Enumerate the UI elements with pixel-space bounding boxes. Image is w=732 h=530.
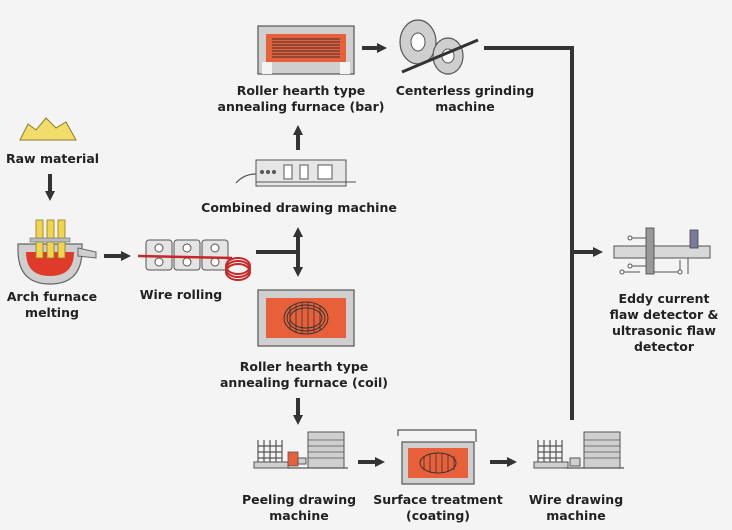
combined-drawing-machine-icon — [235, 159, 356, 187]
wire-drawing-machine-icon — [533, 431, 624, 469]
label-raw-material: Raw material — [6, 151, 100, 166]
label-combined-drawing-machine: Combined drawing machine — [201, 200, 397, 215]
wire-rolling-icon — [137, 239, 251, 281]
arch-furnace-icon — [17, 219, 97, 285]
surface-treatment-icon — [397, 429, 477, 485]
label-arch-furnace: Arch furnace melting — [6, 289, 98, 320]
label-wire-drawing: Wire drawing machine — [528, 492, 624, 523]
centerless-grinding-machine-icon — [399, 19, 479, 75]
annealing-furnace-coil-icon — [257, 289, 355, 347]
label-flaw-detector: Eddy current flaw detector & ultrasonic … — [609, 291, 719, 354]
flaw-detector-icon — [613, 227, 711, 275]
peeling-drawing-machine-icon — [253, 431, 348, 469]
annealing-furnace-bar-icon — [257, 25, 355, 75]
label-annealing-furnace-coil: Roller hearth type annealing furnace (co… — [220, 359, 388, 390]
raw-material-icon — [19, 117, 77, 141]
line-grinding-to-trunk — [484, 46, 574, 420]
label-centerless-grinding: Centerless grinding machine — [395, 83, 535, 114]
label-surface-treatment: Surface treatment (coating) — [373, 492, 503, 523]
flow-arrows — [45, 43, 603, 467]
label-annealing-furnace-bar: Roller hearth type annealing furnace (ba… — [217, 83, 385, 114]
label-wire-rolling: Wire rolling — [139, 287, 223, 302]
label-peeling-drawing: Peeling drawing machine — [241, 492, 357, 523]
